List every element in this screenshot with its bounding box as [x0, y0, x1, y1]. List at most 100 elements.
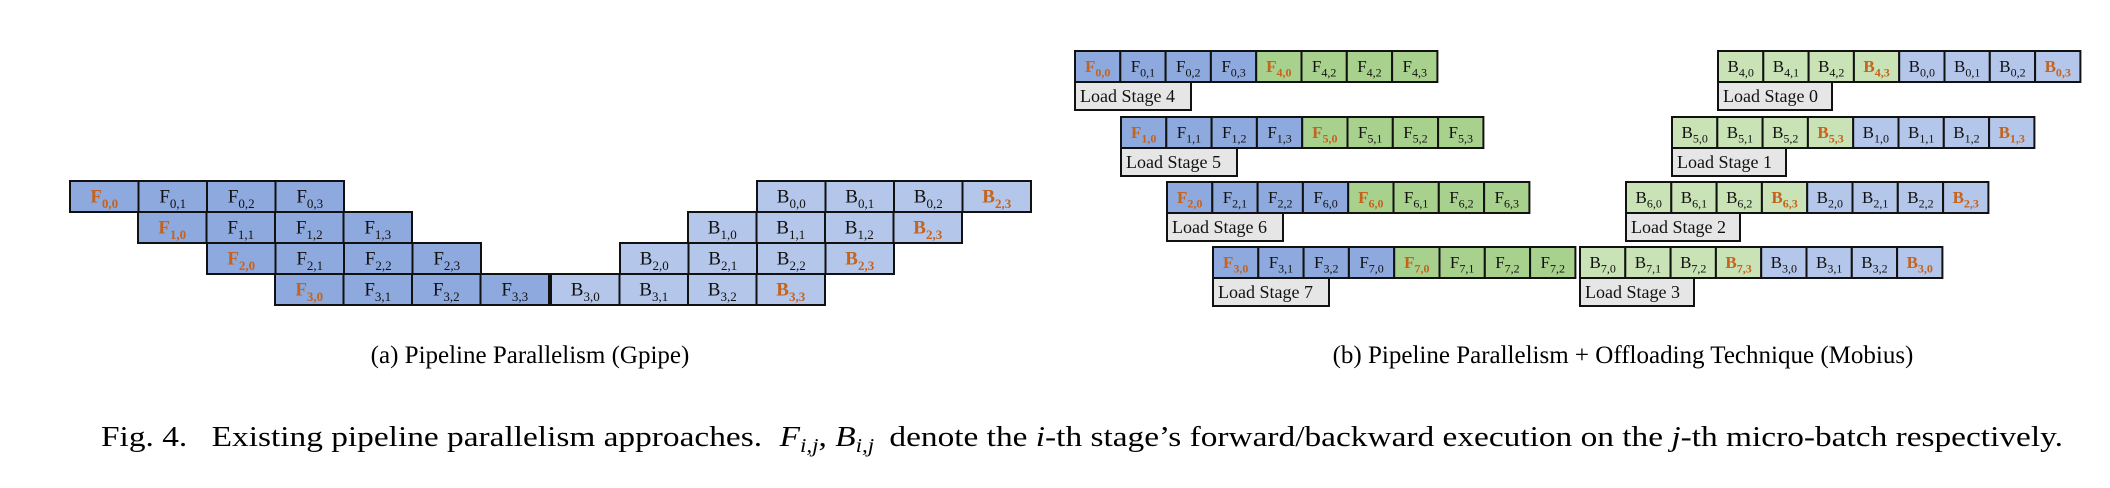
cell-sub-j: 2	[1974, 132, 1980, 146]
mobius-cell: F5,3	[1437, 116, 1485, 149]
cell-sub-j: 3	[1005, 196, 1012, 211]
cell-sub-j: 1	[1928, 132, 1934, 146]
gpipe-cell: B1,1	[755, 211, 826, 244]
cell-sub-comma: ,	[727, 289, 730, 304]
gpipe-cell: B3,1	[618, 273, 689, 306]
cell-sub-comma: ,	[1373, 132, 1376, 146]
gpipe-cell-box	[824, 180, 895, 213]
mobius-cell: F3,0	[1212, 246, 1260, 279]
cell-op: F	[1357, 57, 1366, 76]
mobius-cell-label: F5,1	[1358, 123, 1382, 146]
gpipe-cell-label: F1,1	[227, 218, 254, 242]
mobius-cell-box	[1988, 50, 2037, 83]
mobius-cell-label: F2,0	[1177, 188, 1202, 211]
cell-sub-comma: ,	[245, 258, 248, 273]
gpipe-cell: B0,1	[824, 180, 895, 213]
cell-op: B	[1861, 253, 1872, 272]
mobius-cell: F7,2	[1483, 246, 1532, 279]
mobius-cell-label: B5,0	[1681, 123, 1707, 146]
cell-sub-j: 3	[385, 227, 392, 242]
cell-op: F	[364, 280, 375, 301]
mobius-cell-box	[1302, 246, 1350, 279]
gpipe-cell-label: F2,0	[227, 249, 255, 273]
cell-sub-comma: ,	[1743, 197, 1746, 211]
mobius-cell: B1,3	[1988, 116, 2036, 149]
cell-sub-j: 3	[936, 227, 943, 242]
cell-sub-i: 0	[858, 196, 865, 211]
cell-sub-i: 3	[1278, 262, 1284, 276]
cell-sub-i: 0	[1920, 66, 1926, 80]
mobius-cell: F0,3	[1209, 50, 1258, 83]
cell-sub-comma: ,	[1971, 66, 1974, 80]
cell-op: B	[777, 187, 790, 208]
cell-sub-j: 0	[1883, 132, 1889, 146]
mobius-cell: B6,2	[1715, 181, 1763, 214]
mobius-cell-label: B6,1	[1681, 188, 1707, 211]
gpipe-cell-label: B1,0	[708, 218, 737, 242]
gpipe-cell-box	[479, 273, 550, 306]
cell-sub-j: 0	[1929, 66, 1935, 80]
cell-sub-i: 4	[1367, 66, 1373, 80]
cell-sub-j: 0	[1791, 262, 1797, 276]
cell-sub-j: 0	[1378, 197, 1384, 211]
cell-sub-j: 0	[1424, 262, 1430, 276]
load-stage-text: Load Stage 5	[1126, 152, 1221, 172]
mobius-cell-box	[1760, 246, 1808, 279]
mobius-cell-box	[1393, 246, 1441, 279]
cell-sub-i: 0	[1231, 66, 1237, 80]
gpipe-cell: F3,0	[274, 273, 345, 306]
load-stage-label: Load Stage 3	[1579, 277, 1695, 307]
cell-sub-j: 1	[1149, 66, 1155, 80]
cell-sub-j: 0	[799, 196, 806, 211]
mobius-cell-box	[1211, 181, 1259, 214]
mobius-cell: F5,0	[1301, 116, 1349, 149]
cell-sub-comma: ,	[1789, 132, 1792, 146]
cell-sub-j: 3	[454, 258, 461, 273]
mobius-cell-box	[2034, 50, 2082, 83]
mobius-cell-label: B2,0	[1817, 188, 1843, 211]
cell-op: B	[708, 218, 721, 239]
mobius-cell: F1,3	[1255, 116, 1304, 149]
cell-sub-j: 0	[662, 258, 669, 273]
cell-sub-i: 3	[583, 289, 590, 304]
mobius-cell: F7,0	[1393, 246, 1441, 279]
cell-sub-comma: ,	[1191, 66, 1194, 80]
cell-sub-comma: ,	[1465, 262, 1468, 276]
cell-sub-comma: ,	[1283, 132, 1286, 146]
cell-sub-i: 6	[1459, 197, 1465, 211]
cell-sub-j: 2	[1194, 66, 1200, 80]
gpipe-cell-label: F0,0	[90, 187, 118, 211]
cell-sub-comma: ,	[1421, 262, 1424, 276]
cell-sub-j: 1	[1836, 262, 1842, 276]
mobius-cell: B7,2	[1669, 246, 1717, 279]
gpipe-cell-label: B0,1	[845, 187, 874, 211]
gpipe-cell-label: F2,3	[433, 249, 460, 273]
cell-sub-i: 3	[1233, 262, 1239, 276]
cell-sub-j: 2	[1746, 197, 1752, 211]
cell-sub-comma: ,	[176, 196, 179, 211]
load-stage-label: Load Stage 1	[1671, 147, 1787, 177]
mobius-cell-label: B0,3	[2045, 57, 2071, 80]
cell-sub-j: 0	[1702, 132, 1708, 146]
cell-sub-comma: ,	[1419, 197, 1422, 211]
mobius-cell-label: F4,3	[1403, 57, 1427, 80]
cell-op: B	[1771, 188, 1782, 207]
cell-sub-i: 6	[1737, 197, 1743, 211]
mobius-cell-box	[1669, 246, 1717, 279]
cell-sub-j: 0	[1104, 66, 1110, 80]
cell-op: B	[914, 187, 927, 208]
cell-sub-j: 2	[799, 258, 806, 273]
cell-sub-i: 6	[1504, 197, 1510, 211]
cell-sub-comma: ,	[1373, 66, 1376, 80]
cell-op: F	[501, 280, 512, 301]
cell-sub-comma: ,	[1283, 197, 1286, 211]
mobius-cell: F5,1	[1346, 116, 1394, 149]
gpipe-cell-label: F0,2	[228, 187, 255, 211]
mobius-cell-label: B5,2	[1772, 123, 1798, 146]
cell-sub-j: 0	[1610, 262, 1616, 276]
cell-sub-j: 1	[799, 227, 806, 242]
cell-sub-j: 0	[1748, 66, 1754, 80]
cell-op: F	[1449, 188, 1458, 207]
mobius-cell-label: F6,0	[1313, 188, 1337, 211]
cell-sub-i: 6	[1783, 197, 1789, 211]
